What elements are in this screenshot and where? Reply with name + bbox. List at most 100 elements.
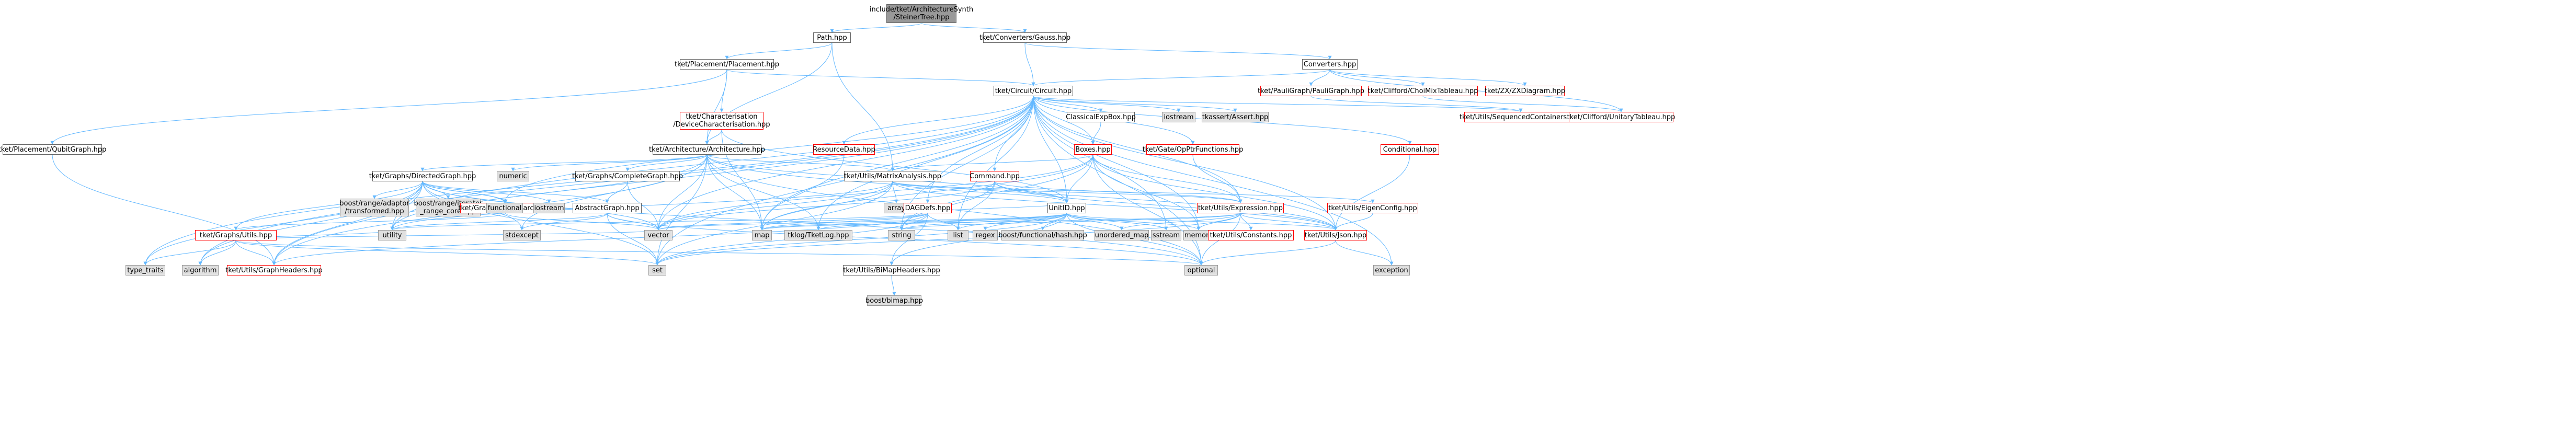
node-expression[interactable]: tket/Utils/Expression.hpp [1197,203,1284,213]
node-seqcontainers[interactable]: tket/Utils/SequencedContainers.hpp [1460,112,1582,122]
edge-circuit-to-functional [503,96,1034,203]
edge-circuit-to-vector [656,96,1034,231]
edge-expression-to-string [899,213,1241,231]
node-resourcedata[interactable]: ResourceData.hpp [813,144,875,155]
edge-boxes-to-map [760,154,1093,231]
edge-architecture-to-tklog [706,154,820,231]
edge-architecture-to-json [706,154,1338,231]
node-tklogassert[interactable]: tkassert/Assert.hpp [1202,112,1269,122]
node-json[interactable]: tket/Utils/Json.hpp [1304,230,1367,240]
edge-gauss-to-converters [1024,42,1332,60]
node-converters[interactable]: Converters.hpp [1302,59,1358,70]
edge-converters-to-paulistrings [1309,69,1330,86]
node-constants[interactable]: tket/Utils/Constants.hpp [1208,230,1294,240]
edge-bimapheaders-to-boostbimap [891,275,896,296]
node-eigenconfig[interactable]: tket/Utils/EigenConfig.hpp [1327,203,1418,213]
node-boostadaptor[interactable]: boost/range/adaptor /transformed.hpp [339,199,409,216]
node-algorithm[interactable]: algorithm [182,265,219,275]
node-optional[interactable]: optional [1184,265,1218,275]
node-zxdiagram[interactable]: tket/ZX/ZXDiagram.hpp [1485,86,1565,96]
node-memory[interactable]: memory [1183,230,1214,240]
node-architecture[interactable]: tket/Architecture/Architecture.hpp [649,144,765,155]
node-boostbimap[interactable]: boost/bimap.hpp [865,295,923,306]
node-path[interactable]: Path.hpp [813,32,851,43]
node-abstractgraph[interactable]: AbstractGraph.hpp [573,203,642,213]
node-typetraits[interactable]: type_traits [126,265,165,275]
node-unitarytab[interactable]: tket/Clifford/UnitaryTableau.hpp [1567,112,1675,122]
node-command[interactable]: Command.hpp [970,171,1020,181]
node-qubitgraph[interactable]: tket/Placement/QubitGraph.hpp [0,144,106,155]
edge-architecture-to-stdexcept [520,154,708,231]
edge-classicalexp-to-boxes [1091,122,1101,145]
node-directedgraph[interactable]: tket/Graphs/DirectedGraph.hpp [369,171,476,181]
edge-expression-to-unorderedmap [1120,213,1241,231]
node-circuit[interactable]: tket/Circuit/Circuit.hpp [994,86,1073,96]
node-boosthash[interactable]: boost/functional/hash.hpp [998,230,1087,240]
node-string[interactable]: string [888,230,915,240]
node-iostream2[interactable]: iostream [533,203,565,213]
edge-architecture-to-map [706,154,764,231]
node-root[interactable]: include/tket/ArchitectureSynth /SteinerT… [870,4,973,23]
node-tklog[interactable]: tklog/TketLog.hpp [784,230,852,240]
edge-root-to-gauss [921,22,1027,33]
edge-conditional-to-json [1333,154,1410,231]
node-qasmgates[interactable]: tket/Gate/OpPtrFunctions.hpp [1143,144,1243,155]
node-set[interactable]: set [648,265,666,275]
node-bimapheaders[interactable]: tket/Utils/BiMapHeaders.hpp [843,265,940,275]
edge-converters-to-circuit [1031,69,1330,86]
node-boxes[interactable]: Boxes.hpp [1074,144,1112,155]
edge-root-to-path [830,22,922,33]
edge-matrixanalysis-to-expression [892,181,1243,203]
node-gauss[interactable]: tket/Converters/Gauss.hpp [979,32,1070,43]
edge-directedgraph-to-set [422,181,659,266]
node-chomixtab[interactable]: tket/Clifford/ChoiMixTableau.hpp [1368,86,1478,96]
edge-json-to-optional [1199,240,1336,266]
edge-graphsutils-to-typetraits [143,240,236,266]
node-classicalexp[interactable]: ClassicalExpBox.hpp [1066,112,1136,122]
node-unorderedmap[interactable]: unordered_map [1095,230,1149,240]
node-completegraph[interactable]: tket/Graphs/CompleteGraph.hpp [572,171,683,181]
node-array[interactable]: array [884,203,909,213]
node-devchar[interactable]: tket/Characterisation /DeviceCharacteris… [673,112,770,130]
node-vector[interactable]: vector [644,230,673,240]
edge-architecture-to-directedgraph [420,154,708,171]
edge-treesearch-to-vector [505,213,660,231]
node-functional[interactable]: functional [486,203,523,213]
node-graphsutils[interactable]: tket/Graphs/Utils.hpp [195,230,277,240]
edge-matrixanalysis-to-utility [390,181,893,231]
node-iostream3[interactable]: sstream [1151,230,1181,240]
node-graphheaders[interactable]: tket/Utils/GraphHeaders.hpp [225,265,323,275]
edge-json-to-exception [1335,240,1394,266]
edge-devchar-to-architecture [705,129,722,145]
node-conditional[interactable]: Conditional.hpp [1381,144,1439,155]
edge-circuit-to-iostream1 [1033,96,1181,112]
node-iostream1[interactable]: iostream [1162,112,1195,122]
edge-abstractgraph-to-stdexcept [520,213,608,231]
node-paulistrings[interactable]: tket/PauliGraph/PauliGraph.hpp [1258,86,1364,96]
node-numeric[interactable]: numeric [497,171,529,181]
edge-circuit-to-seqcontainers [1033,96,1523,112]
node-exception[interactable]: exception [1373,265,1410,275]
edge-circuit-to-memory [1033,96,1201,231]
node-regex[interactable]: regex [973,230,998,240]
node-dagdefs[interactable]: DAGDefs.hpp [904,203,952,213]
edge-boxes-to-vector [656,154,1093,231]
edge-directedgraph-to-algorithm [198,181,423,266]
edge-directedgraph-to-abstractgraph [422,181,609,203]
node-placement[interactable]: tket/Placement/Placement.hpp [675,59,779,70]
node-utility[interactable]: utility [378,230,406,240]
edge-architecture-to-completegraph [625,154,708,171]
edge-circuit-to-dagdefs [926,96,1034,203]
node-map[interactable]: map [752,230,772,240]
edge-graphsutils-to-graphheaders [235,240,276,266]
node-unitid[interactable]: UnitID.hpp [1047,203,1086,213]
node-matrixanalysis[interactable]: tket/Utils/MatrixAnalysis.hpp [844,171,941,181]
edge-architecture-to-matrixanalysis [706,154,895,171]
edge-architecture-to-numeric [511,154,708,171]
edge-command-to-unitid [994,181,1069,203]
node-list[interactable]: list [948,230,968,240]
node-stdexcept[interactable]: stdexcept [503,230,541,240]
edge-circuit-to-json [1033,96,1338,231]
